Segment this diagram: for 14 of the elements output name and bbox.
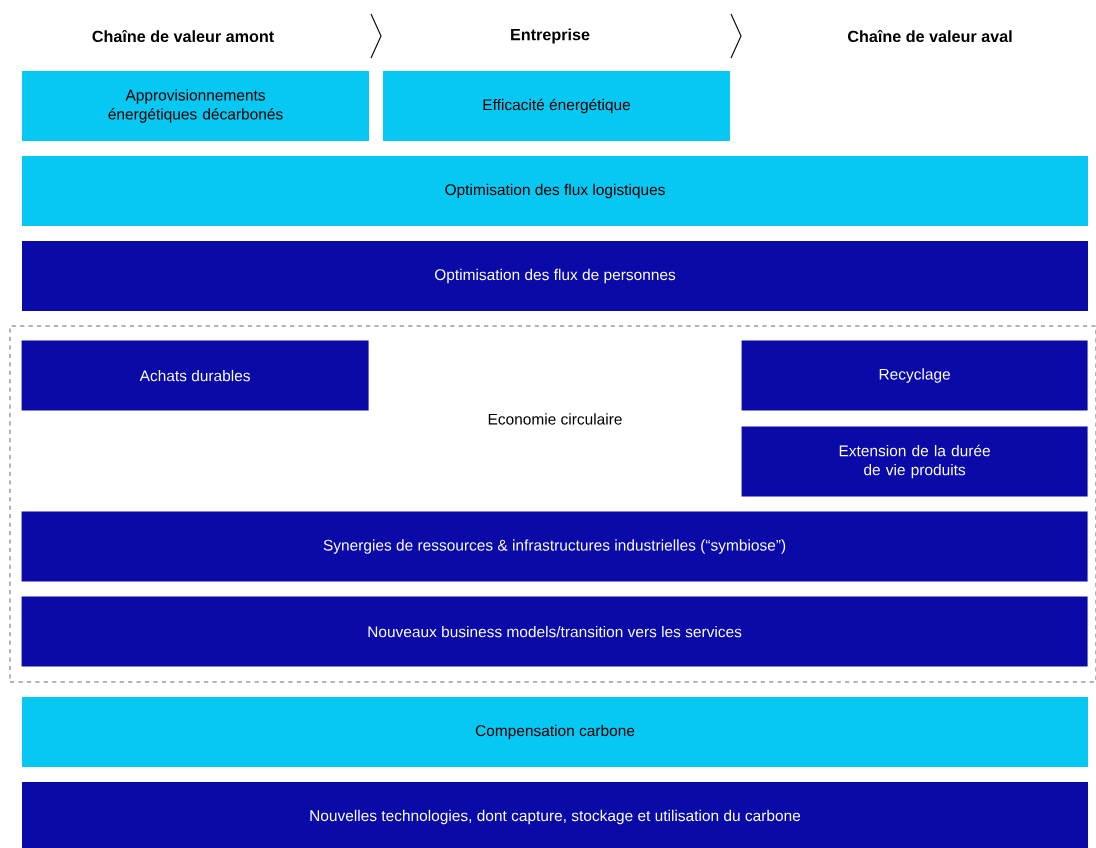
column-heading: Entreprise [511,28,590,44]
column-heading: Chaîne de valeur amont [92,29,274,43]
category-box: Extension de la durée de vie produits [741,426,1088,497]
category-box: Efficacité énergétique [383,71,731,141]
category-box: Nouveaux business models/transition vers les services [21,596,1088,667]
category-box: Optimisation des flux logistiques [22,156,1088,226]
category-box: Optimisation des flux de personnes [22,241,1088,311]
column-heading: Chaîne de valeur aval [848,29,1012,43]
category-box: Compensation carbone [22,697,1088,767]
category-box: Synergies de ressources & infrastructures industrielles (“symbiose”) [21,511,1088,582]
category-box: Nouvelles technologies, dont capture, stockage et utilisation du carbone [22,782,1088,848]
category-box: Recyclage [741,340,1088,411]
category-box: Achats durables [21,340,369,411]
category-box: Approvisionnements énergétiques décarbonés [22,71,370,141]
